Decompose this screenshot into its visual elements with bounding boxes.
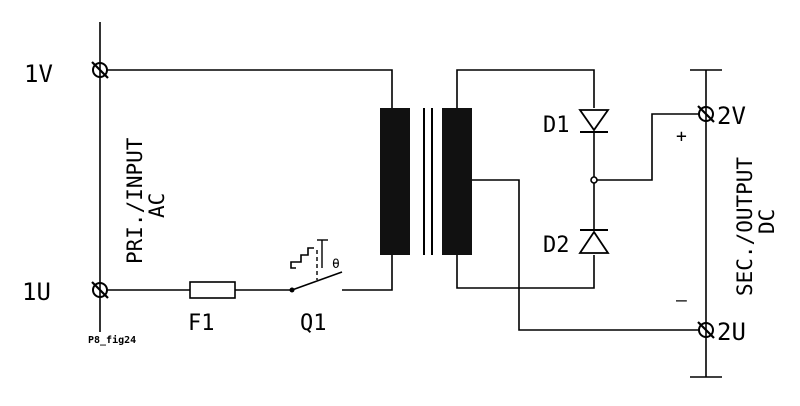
terminal-2u — [697, 321, 715, 339]
terminal-2v — [697, 105, 715, 123]
diode-d2 — [578, 229, 610, 254]
terminal-1u-label: 1U — [22, 278, 51, 306]
figure-id: P8_fig24 — [88, 334, 136, 346]
thermal-symbol: θ — [332, 257, 340, 272]
terminal-1v-label: 1V — [24, 60, 53, 88]
primary-section-label: PRI./INPUT — [123, 137, 147, 264]
primary-wiring — [107, 69, 393, 291]
diode-d2-label: D2 — [543, 233, 570, 258]
transformer — [380, 108, 472, 255]
transformer-primary-winding — [380, 108, 410, 255]
terminal-2u-label: 2U — [717, 318, 746, 346]
switch-q1-label: Q1 — [300, 311, 327, 336]
secondary-wiring — [456, 69, 700, 331]
transformer-secondary-winding — [442, 108, 472, 255]
secondary-type-label: DC — [755, 209, 779, 234]
fuse-f1 — [189, 281, 236, 299]
junction-node — [590, 176, 598, 184]
fuse-f1-label: F1 — [188, 311, 215, 336]
diode-d1-label: D1 — [543, 113, 570, 138]
diode-d1 — [578, 109, 610, 133]
polarity-minus: – — [676, 290, 687, 311]
terminal-2v-label: 2V — [717, 102, 746, 130]
polarity-plus: + — [676, 126, 687, 147]
primary-type-label: AC — [145, 193, 169, 218]
switch-q1 — [289, 239, 343, 293]
secondary-section-label: SEC./OUTPUT — [733, 157, 757, 296]
